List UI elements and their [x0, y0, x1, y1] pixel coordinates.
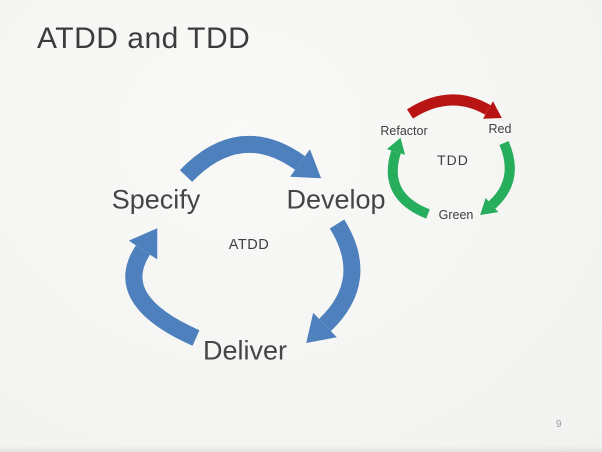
atdd-arrow-deliver-to-specify-icon — [125, 228, 200, 346]
tdd-node-red: Red — [488, 122, 512, 136]
atdd-cycle-caption: ATDD — [228, 237, 270, 253]
tdd-node-green: Green — [438, 208, 474, 222]
atdd-node-develop: Develop — [286, 184, 386, 215]
tdd-arrow-red-to-green-icon — [480, 141, 515, 215]
atdd-arrow-develop-to-deliver-icon — [306, 219, 361, 343]
tdd-arrow-refactor-to-red-icon — [407, 94, 502, 119]
page-number: 9 — [556, 419, 562, 430]
tdd-node-refactor: Refactor — [380, 124, 428, 138]
tdd-arrow-green-to-refactor-icon — [386, 137, 430, 219]
atdd-node-deliver: Deliver — [202, 335, 288, 366]
atdd-arrow-specify-to-develop-icon — [179, 135, 322, 183]
slide-title: ATDD and TDD — [37, 22, 251, 55]
tdd-cycle-caption: TDD — [437, 152, 469, 168]
atdd-node-specify: Specify — [111, 184, 201, 215]
